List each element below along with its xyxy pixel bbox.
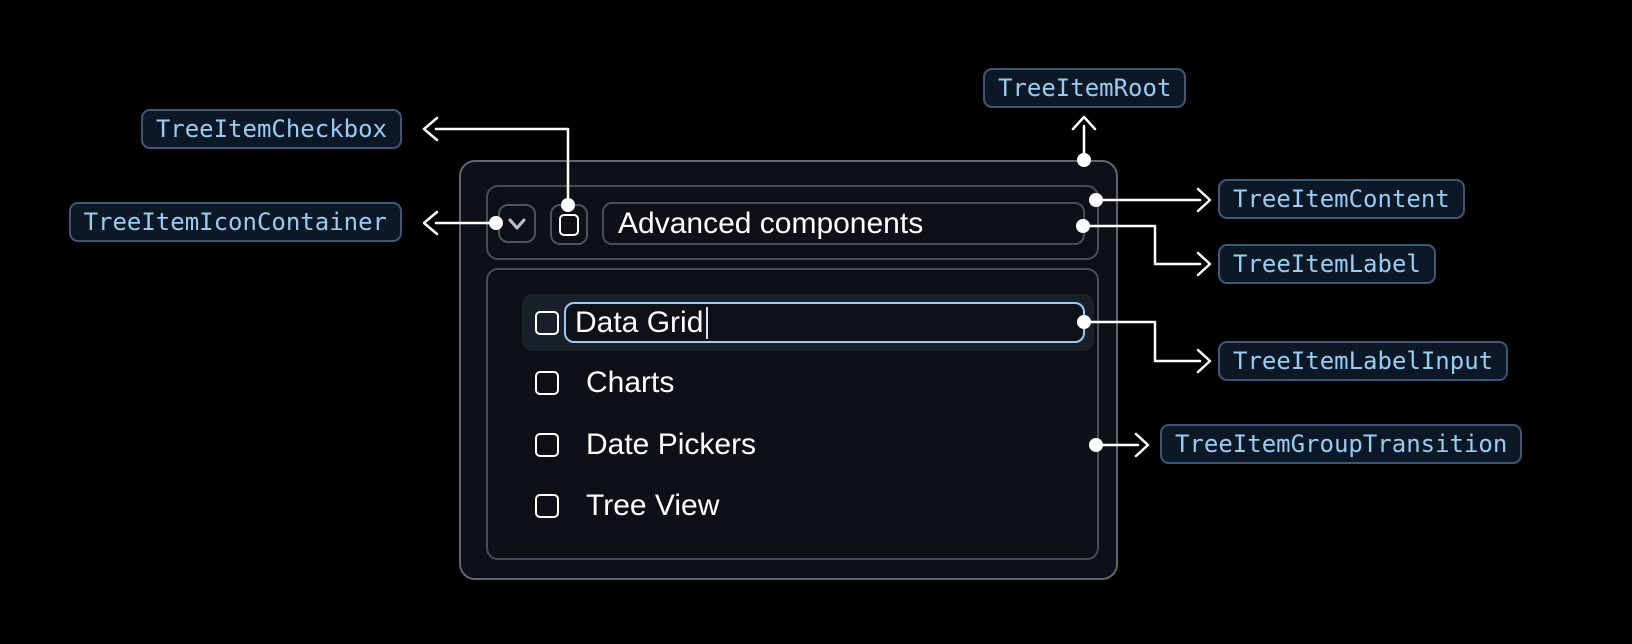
- arrowhead-content-right: [1198, 189, 1210, 211]
- tree-item-group-transition: Data Grid Charts Date Pickers Tree View: [486, 268, 1099, 560]
- tree-item-label-input[interactable]: Data Grid: [564, 302, 1085, 343]
- annotation-tree-item-label: TreeItemLabel: [1218, 244, 1436, 284]
- tree-item-icon-container[interactable]: [498, 204, 536, 243]
- annotation-tree-item-group-transition: TreeItemGroupTransition: [1160, 424, 1523, 464]
- row-checkbox-data-grid[interactable]: [535, 310, 559, 335]
- tree-item-row-date-pickers[interactable]: Date Pickers: [535, 420, 756, 470]
- tree-item-root: Advanced components Data Grid Charts Dat…: [459, 160, 1118, 580]
- annotation-tree-item-root: TreeItemRoot: [983, 68, 1187, 108]
- arrowhead-root-up: [1073, 117, 1095, 129]
- row-checkbox-tree-view[interactable]: [535, 494, 559, 518]
- row-label-tree-view: Tree View: [586, 489, 720, 522]
- arrowhead-icon-left: [424, 212, 437, 234]
- tree-item-row-charts[interactable]: Charts: [535, 358, 674, 408]
- arrowhead-group-right: [1136, 434, 1148, 456]
- tree-item-row-editing[interactable]: Data Grid: [522, 294, 1094, 351]
- tree-item-label: Advanced components: [602, 202, 1085, 245]
- arrowhead-label-input-right: [1198, 350, 1210, 372]
- row-checkbox-date-pickers[interactable]: [535, 433, 559, 457]
- tree-item-checkbox-frame[interactable]: [550, 204, 588, 245]
- arrowhead-checkbox-left: [424, 118, 437, 140]
- annotation-tree-item-content: TreeItemContent: [1218, 179, 1465, 219]
- text-cursor: [706, 306, 709, 339]
- tree-item-content[interactable]: Advanced components: [486, 185, 1099, 260]
- label-input-value: Data Grid: [575, 305, 704, 339]
- tree-item-row-tree-view[interactable]: Tree View: [535, 481, 719, 531]
- annotation-tree-item-checkbox: TreeItemCheckbox: [140, 109, 402, 149]
- chevron-down-icon: [508, 218, 526, 229]
- tree-item-checkbox[interactable]: [559, 213, 579, 236]
- parent-item-label: Advanced components: [618, 206, 924, 240]
- annotation-tree-item-label-input: TreeItemLabelInput: [1218, 341, 1509, 381]
- row-label-charts: Charts: [586, 366, 675, 399]
- annotation-tree-item-icon-container: TreeItemIconContainer: [68, 202, 402, 242]
- row-checkbox-charts[interactable]: [535, 371, 559, 395]
- arrowhead-label-right: [1198, 253, 1210, 275]
- row-label-date-pickers: Date Pickers: [586, 428, 757, 461]
